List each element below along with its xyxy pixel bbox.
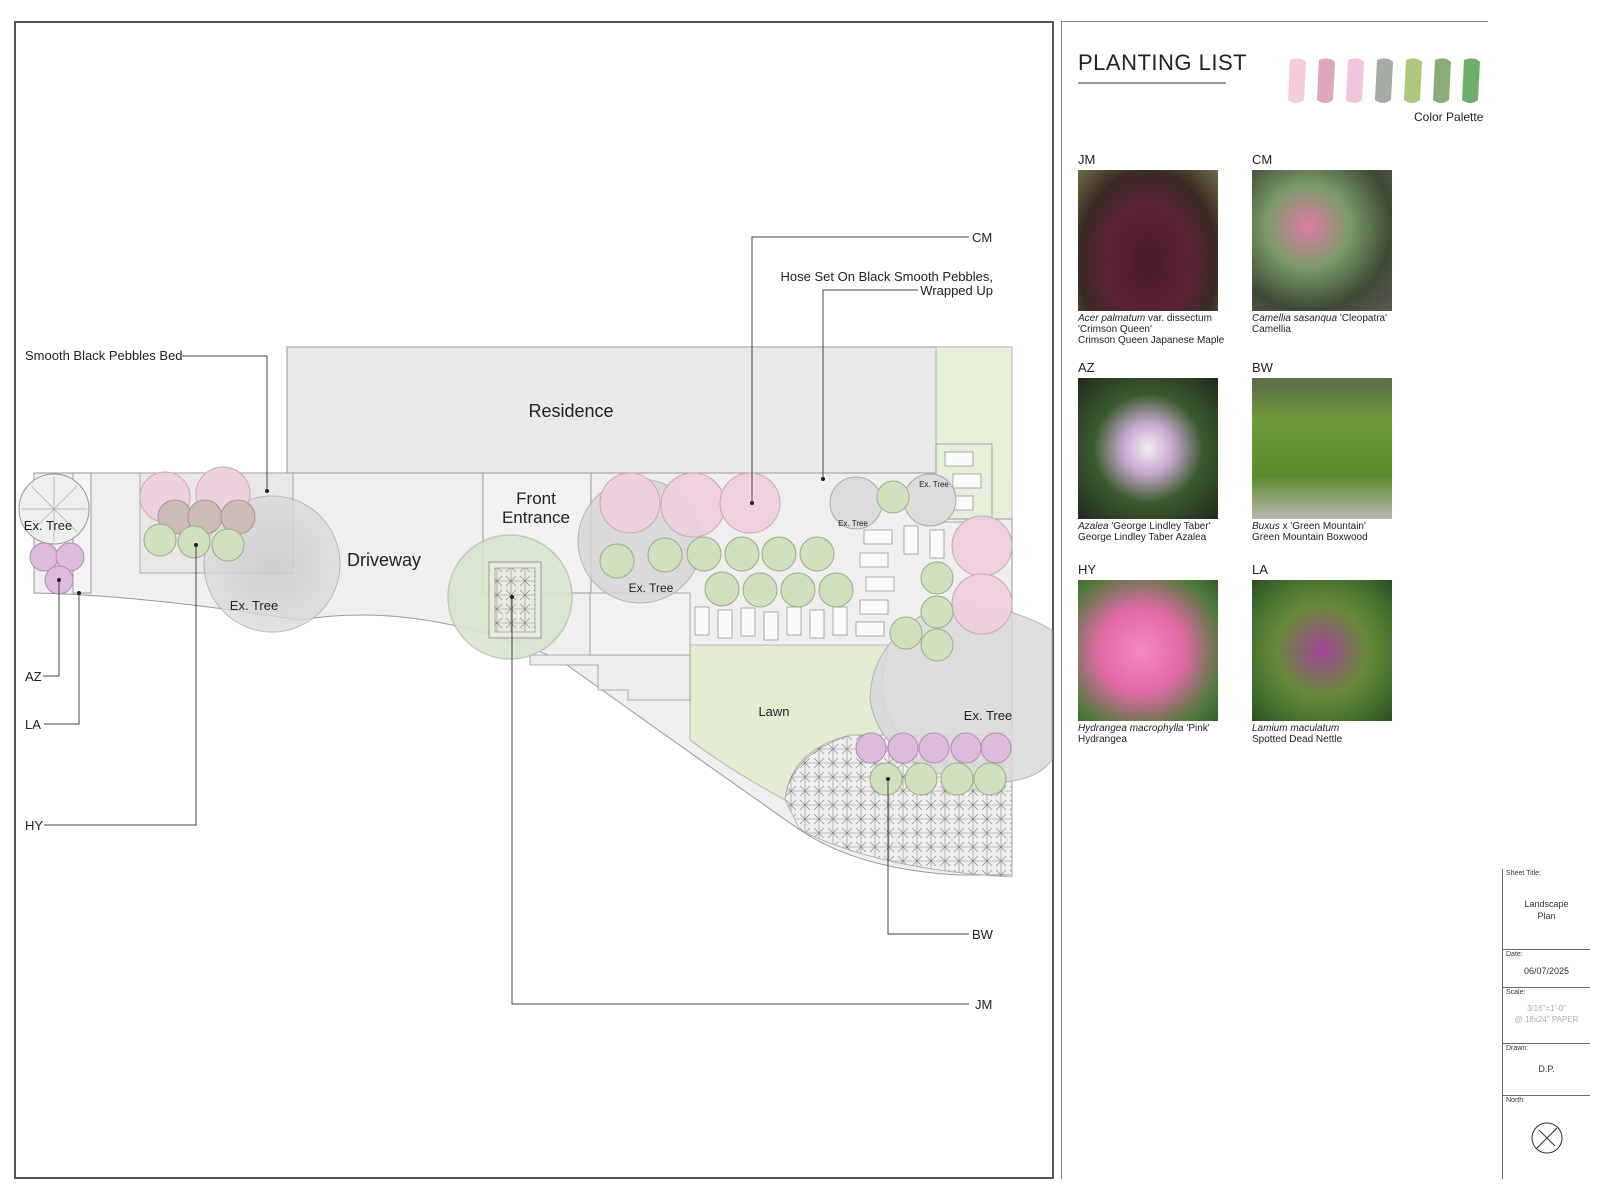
ex-tree-small-2-label: Ex. Tree (919, 480, 949, 489)
plant-code: LA (1252, 562, 1268, 577)
jm-planter-inner (494, 567, 536, 633)
palette-swatch (1433, 58, 1451, 103)
ex-tree-left-label: Ex. Tree (24, 518, 72, 533)
plant-code: BW (1252, 360, 1273, 375)
plant-caption: Camellia sasanqua 'Cleopatra'Camellia (1252, 313, 1388, 335)
ex-tree-small-1-label: Ex. Tree (838, 519, 868, 528)
plant-card: AZ Azalea 'George Lindley Taber'George Li… (1078, 360, 1243, 543)
plant-caption: Buxus x 'Green Mountain'Green Mountain B… (1252, 521, 1368, 543)
pink-shrubs (139, 466, 1013, 635)
purple-shrubs (29, 542, 1012, 764)
residence-footprint (286, 346, 1013, 474)
tb-date-cell: Date: 06/07/2025 (1503, 949, 1590, 987)
plant-code: AZ (1078, 360, 1095, 375)
front-entrance-label-line1: Front (516, 489, 556, 508)
palette-swatch (1404, 58, 1422, 103)
plant-caption: Acer palmatum var. dissectum'Crimson Que… (1078, 313, 1225, 346)
ex-tree-center-label: Ex. Tree (629, 581, 674, 595)
ex-tree-driveway-label: Ex. Tree (230, 598, 278, 613)
palette-swatch (1375, 58, 1393, 103)
plant-card: BW Buxus x 'Green Mountain'Green Mountain… (1252, 360, 1417, 543)
callout-hose-line2: Wrapped Up (920, 283, 993, 298)
callout-dots (57, 477, 890, 781)
callout-hy: HY (25, 818, 43, 833)
color-palette-swatches (1288, 58, 1480, 103)
azalea-photo (1078, 378, 1218, 519)
camellia-photo (1252, 170, 1392, 311)
palette-swatch (1346, 58, 1364, 103)
planting-list-title: PLANTING LIST (1078, 50, 1248, 75)
tb-sheet-title-cell: Sheet Title: Landscape Plan (1503, 869, 1590, 949)
hydrangea-cluster (157, 499, 256, 535)
tb-drawn-label: Drawn: (1506, 1045, 1529, 1052)
plant-card: HY Hydrangea macrophylla 'Pink'Hydrangea (1078, 562, 1243, 745)
color-palette-label: Color Palette (1414, 110, 1484, 124)
plant-caption: Azalea 'George Lindley Taber'George Lind… (1078, 521, 1211, 543)
callout-leaders (43, 236, 969, 1005)
panel-left-rule (1061, 21, 1062, 1179)
tb-sheet-title-line1: Landscape (1524, 899, 1569, 909)
hydrangea-photo (1078, 580, 1218, 721)
palette-swatch (1288, 58, 1306, 103)
palette-swatch (1462, 58, 1480, 103)
tb-scale-line1: 3/16"=1'-0" (1526, 1004, 1566, 1013)
boxwood-photo (1252, 378, 1392, 519)
callout-hose-line1: Hose Set On Black Smooth Pebbles, (781, 269, 993, 284)
boxwood-shrubs (143, 480, 1007, 796)
panel-top-rule (1061, 21, 1488, 22)
tb-scale-cell: Scale: 3/16"=1'-0" @ 18x24" PAPER (1503, 987, 1590, 1043)
planting-list-underline (1078, 82, 1226, 84)
north-arrow-icon (1531, 1122, 1563, 1154)
tb-drawn-cell: Drawn: D.P. (1503, 1043, 1590, 1095)
tb-date-label: Date: (1506, 951, 1523, 958)
front-entrance-label-line2: Entrance (502, 508, 570, 527)
plant-code: CM (1252, 152, 1273, 167)
title-block (1502, 869, 1590, 1179)
callout-az: AZ (25, 669, 42, 684)
entry-steps (529, 654, 691, 701)
landscape-plan-drawing: Residence Driveway Front Entrance Lawn E… (18, 230, 1053, 1012)
stepping-stones (694, 451, 982, 641)
tb-date-value: 06/07/2025 (1523, 966, 1570, 976)
tb-sheet-title-label: Sheet Title: (1506, 870, 1542, 877)
callout-la: LA (25, 717, 41, 732)
tb-scale-label: Scale: (1506, 989, 1526, 996)
tb-north-cell: North: (1503, 1095, 1590, 1179)
ex-tree-left-spokes (21, 476, 87, 542)
ex-tree-right-label: Ex. Tree (964, 708, 1012, 723)
driveway-label: Driveway (347, 550, 421, 570)
plant-caption: Hydrangea macrophylla 'Pink'Hydrangea (1078, 723, 1210, 745)
red-maple-photo (1078, 170, 1218, 311)
plant-code: JM (1078, 152, 1096, 167)
tb-north-label: North: (1506, 1097, 1526, 1104)
callout-pebbles-bed: Smooth Black Pebbles Bed (25, 348, 183, 363)
callout-cm: CM (972, 230, 992, 245)
lawn-label: Lawn (758, 704, 789, 719)
plan-frame (14, 21, 1054, 1179)
tb-sheet-title-line2: Plan (1537, 911, 1556, 921)
tb-drawn-value: D.P. (1538, 1064, 1555, 1074)
plant-card: JM Acer palmatum var. dissectum'Crimson Q… (1078, 152, 1243, 346)
callout-jm: JM (975, 997, 992, 1012)
lamium-photo (1252, 580, 1392, 721)
tb-scale-line2: @ 18x24" PAPER (1514, 1015, 1579, 1024)
plant-card: CM Camellia sasanqua 'Cleopatra'Camellia (1252, 152, 1417, 335)
residence-label: Residence (528, 401, 613, 421)
palette-swatch (1317, 58, 1335, 103)
plant-code: HY (1078, 562, 1097, 577)
callout-bw: BW (972, 927, 994, 942)
